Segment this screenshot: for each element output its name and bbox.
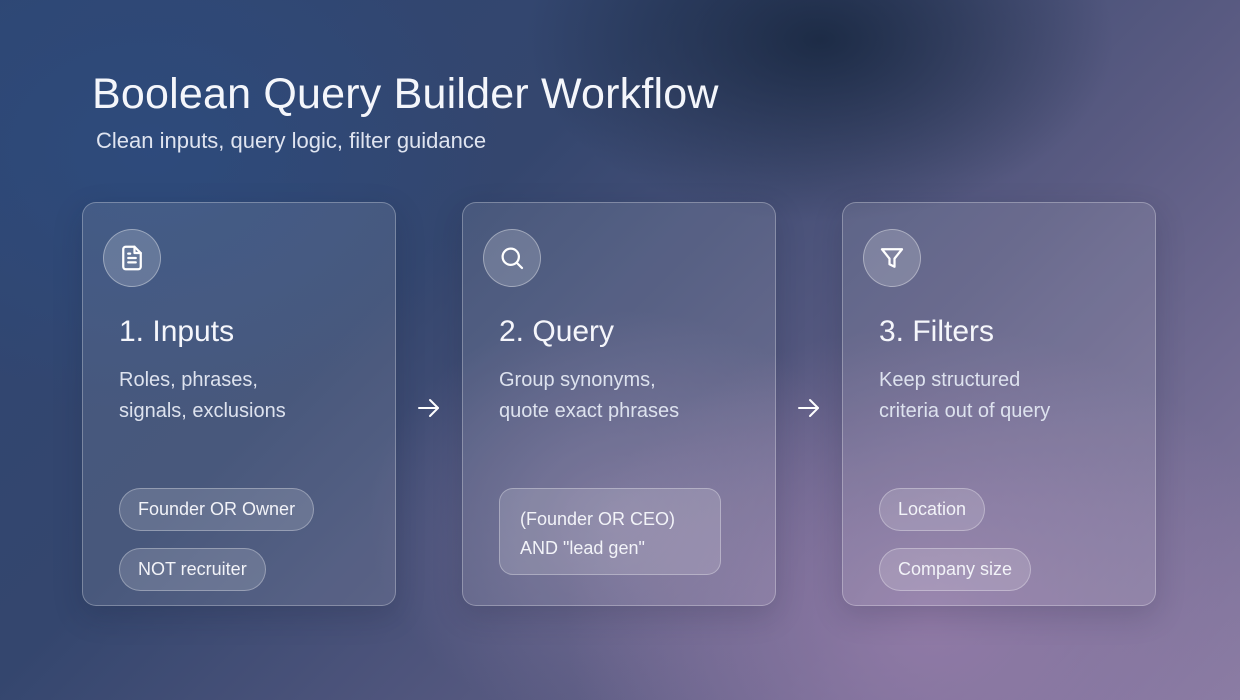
pill-not-recruiter: NOT recruiter	[119, 548, 266, 591]
step-title: 2. Query	[499, 315, 615, 348]
query-line: AND "lead gen"	[520, 538, 645, 558]
arrow-right-icon	[796, 396, 822, 420]
step-title: 3. Filters	[879, 315, 995, 348]
step-description-line: quote exact phrases	[499, 400, 680, 422]
page-subtitle: Clean inputs, query logic, filter guidan…	[96, 128, 487, 153]
step-card-query: 2. Query Group synonyms, quote exact phr…	[462, 202, 776, 606]
step-description-line: Group synonyms,	[499, 369, 656, 391]
page-title: Boolean Query Builder Workflow	[92, 70, 719, 118]
pill-founder-or-owner: Founder OR Owner	[119, 488, 315, 531]
step-card-inputs: 1. Inputs Roles, phrases, signals, exclu…	[82, 202, 396, 606]
step-description-line: criteria out of query	[879, 400, 1051, 422]
step-description: Keep structured criteria out of query	[879, 365, 1129, 427]
step-description-line: Keep structured	[879, 369, 1021, 391]
step-description-line: Roles, phrases,	[119, 369, 258, 391]
pill-location: Location	[879, 488, 986, 531]
arrow-right-icon	[416, 396, 442, 420]
search-icon	[483, 229, 541, 287]
step-description: Roles, phrases, signals, exclusions	[119, 365, 369, 427]
step-card-filters: 3. Filters Keep structured criteria out …	[842, 202, 1156, 606]
query-example: (Founder OR CEO) AND "lead gen"	[499, 488, 721, 575]
query-line: (Founder OR CEO)	[520, 509, 676, 529]
step-description: Group synonyms, quote exact phrases	[499, 365, 749, 427]
document-icon	[103, 229, 161, 287]
pill-company-size: Company size	[879, 548, 1032, 591]
step-description-line: signals, exclusions	[119, 400, 286, 422]
filter-icon	[863, 229, 921, 287]
step-title: 1. Inputs	[119, 315, 235, 348]
